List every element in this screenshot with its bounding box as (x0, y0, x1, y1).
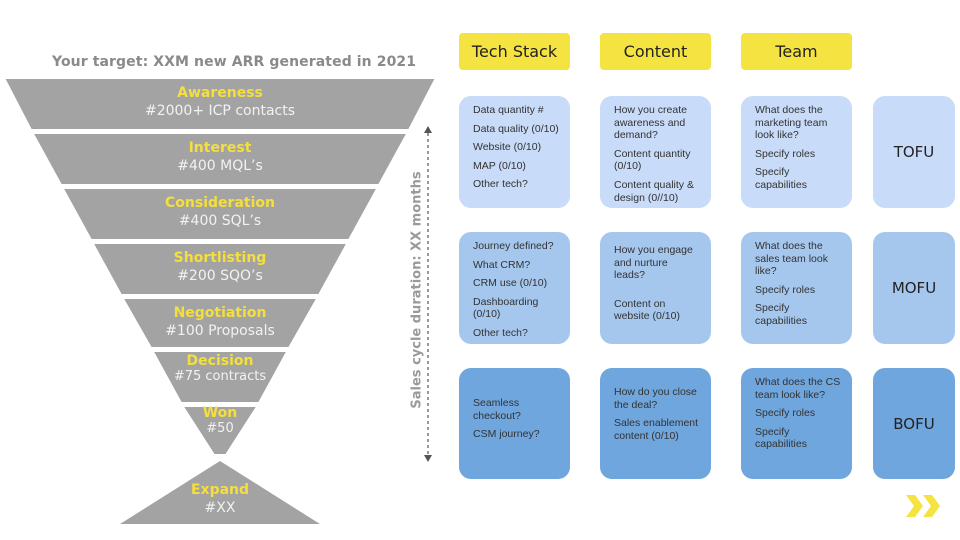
card-item: Dashboarding (0/10) (473, 295, 539, 321)
funnel-band-decision (150, 350, 290, 404)
card-item: How you engage and nurture leads? (614, 244, 693, 282)
card-item: Content quantity (0/10) (614, 147, 691, 173)
card-item: Specify roles (755, 283, 816, 296)
card-bofu-tech-stack: Seamless checkout? CSM journey? (459, 368, 570, 479)
cycle-arrow (424, 126, 432, 462)
stage-awareness: Awareness#2000+ ICP contacts (80, 86, 360, 118)
column-header-team: Team (741, 33, 852, 70)
card-item: What does the sales team look like? (755, 240, 828, 278)
stage-name: Negotiation (173, 305, 267, 321)
card-tofu-content: How you create awareness and demand? Cont… (600, 96, 711, 208)
brand-logo-icon (906, 495, 940, 517)
card-item: Data quality (0/10) (473, 122, 559, 135)
stage-name: Awareness (177, 85, 263, 101)
card-item: Other tech? (473, 326, 528, 339)
card-item: Seamless checkout? (473, 397, 521, 422)
stage-value: #100 Proposals (165, 322, 275, 339)
card-item: Specify roles (755, 407, 816, 420)
card-tofu-tech-stack: Data quantity # Data quality (0/10) Websit… (459, 96, 570, 208)
stage-won: Won#50 (185, 406, 255, 435)
card-tofu-team: What does the marketing team look like? S… (741, 96, 852, 208)
funnel-band-consideration (60, 187, 380, 241)
row-label-mofu: MOFU (873, 232, 955, 344)
sales-cycle-label: Sales cycle duration: XX months (409, 171, 425, 409)
stage-value: #400 MQL’s (177, 157, 263, 174)
stage-value: #2000+ ICP contacts (144, 102, 296, 119)
card-mofu-tech-stack: Journey defined? What CRM? CRM use (0/10) D… (459, 232, 570, 344)
card-item: Specify roles (755, 147, 816, 160)
column-header-content: Content (600, 33, 711, 70)
funnel-band-negotiation (120, 297, 320, 349)
stage-value: #50 (206, 420, 234, 436)
stage-negotiation: Negotiation#100 Proposals (140, 306, 300, 338)
stage-name: Interest (188, 140, 252, 156)
card-item: Content quality & design (0//10) (614, 178, 694, 204)
funnel-band-interest (30, 132, 410, 186)
funnel-band-expand (120, 461, 320, 524)
card-item: What does the marketing team look like? (755, 104, 828, 142)
card-bofu-content: How do you close the deal? Sales enableme… (600, 368, 711, 479)
target-title: Your target: XXM new ARR generated in 20… (52, 54, 417, 70)
card-item: Specify capabilities (755, 302, 807, 327)
card-item: Website (0/10) (473, 141, 542, 154)
card-item: MAP (0/10) (473, 159, 526, 172)
card-item: How you create awareness and demand? (614, 104, 687, 142)
row-label-bofu: BOFU (873, 368, 955, 479)
stage-name: Won (202, 405, 238, 421)
column-header-tech-stack: Tech Stack (459, 33, 570, 70)
stage-value: #400 SQL’s (178, 212, 262, 229)
stage-value: #200 SQO’s (177, 267, 263, 284)
card-item: What CRM? (473, 258, 531, 271)
stage-name: Expand (190, 482, 250, 498)
card-item: Specify capabilities (755, 166, 807, 191)
stage-consideration: Consideration#400 SQL’s (100, 196, 340, 228)
stage-shortlisting: Shortlisting#200 SQO’s (120, 251, 320, 283)
card-item: CSM journey? (473, 428, 540, 441)
card-item: Journey defined? (473, 240, 554, 252)
funnel-band-shortlisting (90, 242, 350, 296)
stage-value: #XX (204, 499, 236, 516)
stage-value: #75 contracts (173, 368, 267, 384)
funnel-band-won (180, 405, 260, 456)
card-item: CRM use (0/10) (473, 277, 548, 290)
card-item: Data quantity # (473, 104, 544, 116)
stage-interest: Interest#400 MQL’s (90, 141, 350, 173)
card-bofu-team: What does the CS team look like? Specify … (741, 368, 852, 479)
stage-name: Decision (186, 353, 254, 369)
card-item: Content on website (0/10) (614, 297, 680, 323)
row-label-tofu: TOFU (873, 96, 955, 208)
card-item: Sales enablement content (0/10) (614, 417, 699, 442)
card-item: Other tech? (473, 178, 528, 191)
card-item: Specify capabilities (755, 425, 807, 451)
card-item: How do you close the deal? (614, 386, 697, 411)
stage-name: Shortlisting (173, 250, 267, 266)
funnel-band-awareness (2, 77, 438, 131)
card-item: What does the CS team look like? (755, 376, 841, 401)
stage-expand: Expand#XX (140, 483, 300, 515)
stage-name: Consideration (165, 195, 275, 211)
stage-decision: Decision#75 contracts (165, 354, 275, 383)
card-mofu-team: What does the sales team look like? Speci… (741, 232, 852, 344)
card-mofu-content: How you engage and nurture leads? Content… (600, 232, 711, 344)
